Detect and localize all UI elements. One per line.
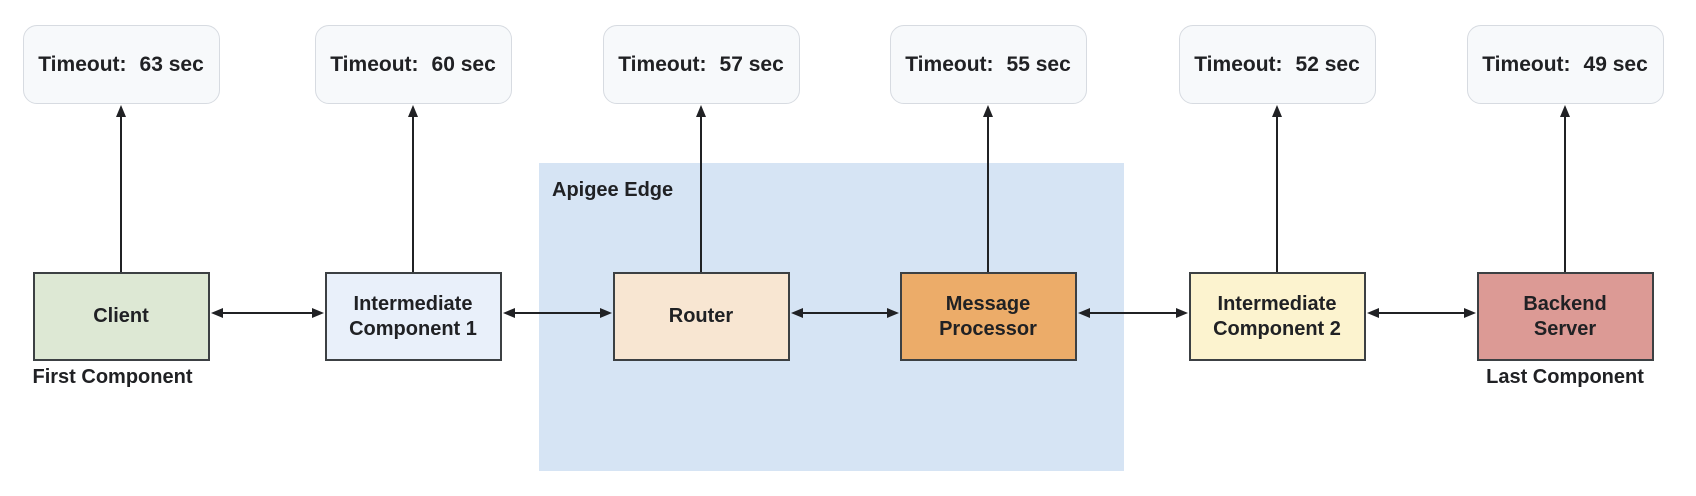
intermediate-component-1-timeout-arrow-head — [407, 104, 418, 117]
client-to-intermediate-component-1-head-right — [311, 307, 324, 318]
message-processor-timeout-arrow-head — [982, 104, 993, 117]
message-processor-timeout-bubble: Timeout: 55 sec — [889, 25, 1087, 104]
intermediate-component-1-box: Intermediate Component 1 — [324, 272, 502, 361]
timeout-value: 52 sec — [1295, 52, 1360, 76]
intermediate-component-2-timeout-arrow-line — [1276, 114, 1278, 272]
intermediate-component-1-to-router-head-left — [502, 307, 515, 318]
router-timeout-arrow-head — [695, 104, 706, 117]
timeout-value: 55 sec — [1006, 52, 1071, 76]
router-to-message-processor-head-left — [790, 307, 803, 318]
message-processor-label: Message Processor — [939, 292, 1037, 340]
router-timeout-bubble: Timeout: 57 sec — [602, 25, 800, 104]
intermediate-component-2-label: Intermediate Component 2 — [1213, 292, 1341, 340]
message-processor-timeout-arrow-line — [987, 114, 989, 272]
timeout-value: 63 sec — [139, 52, 204, 76]
intermediate-component-2-to-backend-server-line — [1376, 312, 1466, 314]
message-processor-box: Message Processor — [899, 272, 1077, 361]
intermediate-component-1-timeout-bubble: Timeout: 60 sec — [314, 25, 512, 104]
intermediate-component-1-timeout-arrow-line — [412, 114, 414, 272]
backend-server-timeout-arrow-line — [1564, 114, 1566, 272]
message-processor-to-intermediate-component-2-line — [1087, 312, 1178, 314]
client-label: Client — [93, 305, 149, 327]
client-timeout-bubble: Timeout: 63 sec — [22, 25, 220, 104]
intermediate-component-2-to-backend-server-head-left — [1366, 307, 1379, 318]
timeout-label: Timeout: — [38, 52, 127, 76]
router-box: Router — [612, 272, 790, 361]
client-timeout-arrow-head — [115, 104, 126, 117]
timeout-value: 49 sec — [1583, 52, 1648, 76]
client-caption: First Component — [32, 366, 193, 388]
intermediate-component-1-to-router-line — [512, 312, 602, 314]
backend-server-timeout-bubble: Timeout: 49 sec — [1466, 25, 1664, 104]
intermediate-component-2-to-backend-server-head-right — [1463, 307, 1476, 318]
client-to-intermediate-component-1-line — [220, 312, 314, 314]
router-timeout-arrow-line — [700, 114, 702, 272]
client-to-intermediate-component-1-head-left — [210, 307, 223, 318]
intermediate-component-1-to-router-head-right — [599, 307, 612, 318]
timeout-label: Timeout: — [1194, 52, 1283, 76]
backend-server-box: Backend Server — [1476, 272, 1654, 361]
intermediate-component-2-box: Intermediate Component 2 — [1188, 272, 1366, 361]
router-to-message-processor-line — [800, 312, 889, 314]
apigee-edge-label: Apigee Edge — [552, 179, 674, 201]
backend-server-label: Backend Server — [1523, 292, 1607, 340]
message-processor-to-intermediate-component-2-head-left — [1077, 307, 1090, 318]
intermediate-component-1-label: Intermediate Component 1 — [349, 292, 477, 340]
timeout-label: Timeout: — [330, 52, 419, 76]
router-to-message-processor-head-right — [886, 307, 899, 318]
timeout-label: Timeout: — [1482, 52, 1571, 76]
timeout-label: Timeout: — [905, 52, 994, 76]
timeout-value: 57 sec — [719, 52, 784, 76]
intermediate-component-2-timeout-bubble: Timeout: 52 sec — [1178, 25, 1376, 104]
timeout-value: 60 sec — [431, 52, 496, 76]
client-timeout-arrow-line — [120, 114, 122, 272]
message-processor-to-intermediate-component-2-head-right — [1175, 307, 1188, 318]
client-box: Client — [32, 272, 210, 361]
router-label: Router — [668, 305, 734, 327]
backend-server-timeout-arrow-head — [1559, 104, 1570, 117]
timeout-label: Timeout: — [618, 52, 707, 76]
intermediate-component-2-timeout-arrow-head — [1271, 104, 1282, 117]
backend-server-caption: Last Component — [1486, 366, 1644, 388]
